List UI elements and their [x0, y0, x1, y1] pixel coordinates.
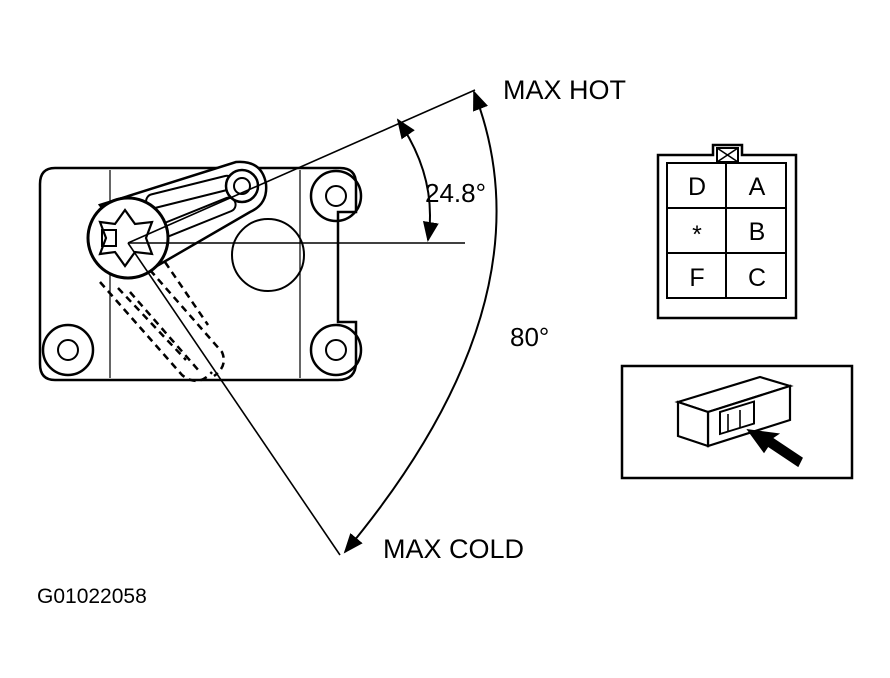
label-angle-24-8: 24.8°: [425, 178, 486, 208]
pin-label: *: [692, 221, 702, 249]
inset-frame: [620, 364, 854, 480]
arc-80: [343, 90, 498, 554]
label-max-hot: MAX HOT: [503, 75, 626, 105]
mounting-hole-bottom-left: [41, 323, 95, 377]
label-max-cold: MAX COLD: [383, 534, 524, 564]
connector-locator-inset: [620, 364, 854, 480]
lever-arm: [86, 160, 268, 280]
pin-label: D: [688, 173, 706, 201]
mounting-hole-bottom-right: [309, 323, 363, 377]
pin-label: B: [749, 218, 766, 246]
connector-shell: [656, 143, 798, 320]
connector-body-icon: [674, 375, 794, 448]
pin-label: C: [748, 264, 766, 292]
line-max-cold: [127, 242, 341, 556]
connector-latch-icon: [716, 147, 739, 163]
line-max-hot: [127, 89, 476, 244]
mounting-hole-top-right: [309, 169, 363, 223]
figure-id: G01022058: [37, 585, 147, 608]
pin-label: A: [749, 173, 766, 201]
shaft-star: [98, 208, 154, 268]
shaft-ring: [86, 196, 170, 280]
label-angle-80: 80°: [510, 322, 549, 352]
reference-lines: [127, 89, 476, 556]
pin-label: F: [689, 264, 704, 292]
lever-pivot-inner: [233, 177, 251, 195]
pointer-arrow-icon: [746, 429, 803, 468]
lever-arm-cold-position: [99, 261, 225, 382]
shaft-key: [101, 229, 117, 247]
connector-face: [656, 143, 798, 320]
center-boss: [231, 218, 305, 292]
connector-pins: D A * B F C: [688, 173, 766, 292]
